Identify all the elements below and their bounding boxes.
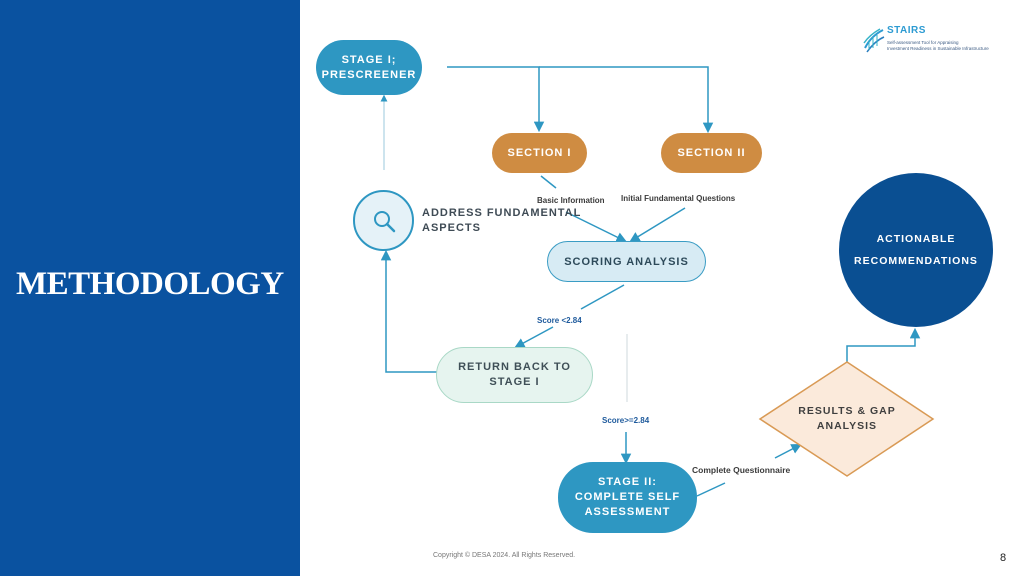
connector-scorelow-return — [514, 326, 554, 348]
connector-layer — [380, 66, 935, 497]
connector-section1-scoring — [540, 175, 557, 189]
connector-results-recommendations — [846, 327, 921, 362]
stairs-brand: STAIRS Self-assessment Tool for Appraisi… — [863, 24, 1013, 58]
connector-stage2-questionnaire — [696, 482, 726, 497]
connector-stage1-section2 — [539, 66, 714, 134]
section2-box: SECTION II — [661, 133, 762, 173]
scoring-analysis-box: SCORING ANALYSIS — [547, 241, 706, 282]
copyright-text: Copyright © DESA 2024. All Rights Reserv… — [433, 552, 576, 559]
results-gap-analysis: RESULTS & GAP ANALYSIS — [798, 405, 896, 432]
label-initial-questions: Initial Fundamental Questions — [621, 194, 736, 203]
connector-stage1-section1 — [447, 66, 545, 133]
actionable-recommendations-circle: ACTIONABLE RECOMMENDATIONS — [839, 173, 993, 327]
connector-basicinfo-scoring — [565, 211, 627, 243]
stage2-self-assessment: STAGE II: COMPLETE SELF ASSESSMENT — [558, 462, 697, 533]
results-diamond-shape — [758, 361, 935, 477]
stage1-prescreener: STAGE I; PRESCREENER — [316, 40, 422, 95]
connector-return-address — [380, 249, 438, 373]
flowchart-canvas: STAGE I; PRESCREENER SECTION I SECTION I… — [300, 0, 1024, 576]
connector-questionnaire-results — [774, 444, 802, 459]
brand-name: STAIRS — [887, 25, 926, 36]
address-icon-circle — [353, 190, 414, 251]
slide-title: METHODOLOGY — [16, 266, 284, 302]
magnifier-icon — [373, 210, 395, 232]
connector-initial-scoring — [629, 207, 686, 243]
sidebar-panel: METHODOLOGY — [0, 0, 300, 576]
connector-scoring-scorelow — [580, 284, 625, 310]
brand-tagline: Self-assessment Tool for Appraising Inve… — [887, 40, 989, 51]
page-number: 8 — [1000, 552, 1007, 564]
address-fundamental-label: ADDRESS FUNDAMENTAL ASPECTS — [422, 207, 582, 234]
label-basic-information: Basic Information — [537, 196, 605, 205]
label-complete-questionnaire: Complete Questionnaire — [692, 465, 791, 475]
return-stage1-box: RETURN BACK TO STAGE I — [436, 347, 593, 403]
section1-box: SECTION I — [492, 133, 587, 173]
label-score-high: Score>=2.84 — [602, 416, 650, 425]
stairs-logo-icon — [863, 28, 885, 53]
label-score-low: Score <2.84 — [537, 316, 582, 325]
